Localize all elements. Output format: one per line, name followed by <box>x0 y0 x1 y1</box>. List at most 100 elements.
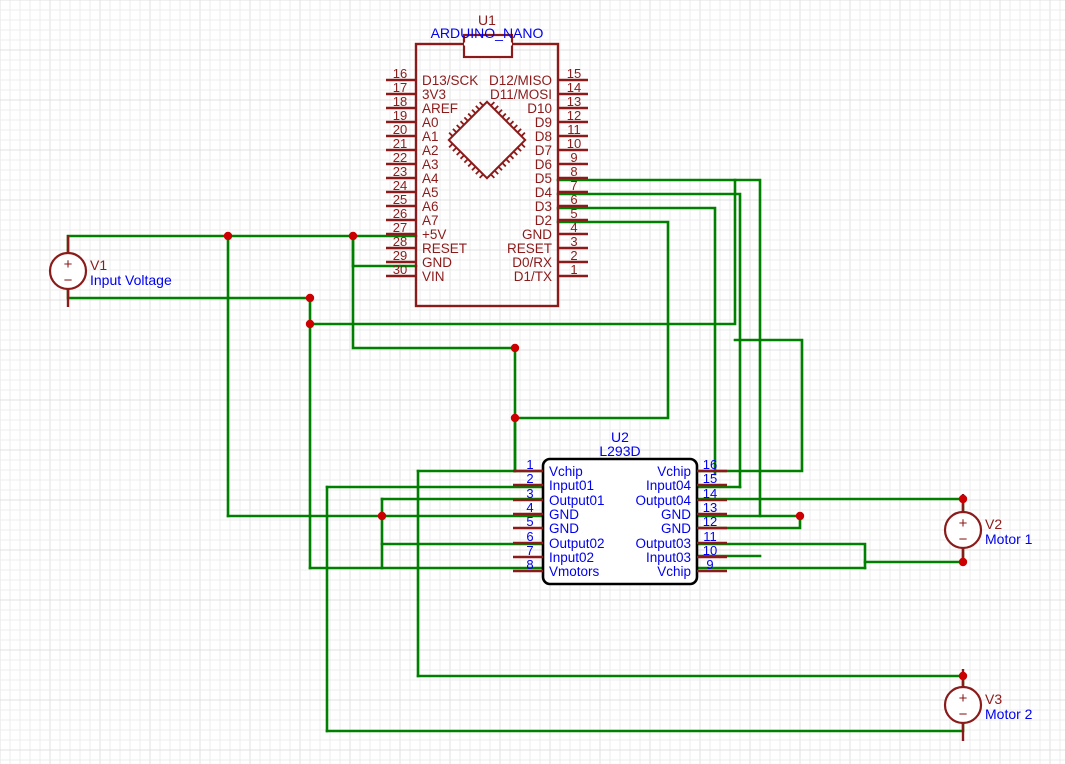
u1-pin-label-left: A3 <box>422 157 439 172</box>
u1-pin-number-right: 15 <box>567 66 581 81</box>
v3-plus-sign: + <box>959 690 968 707</box>
u2-pin-number-left: 6 <box>526 529 533 544</box>
wire-junction <box>348 231 358 241</box>
u1-pin-number-right: 2 <box>570 248 577 263</box>
u2-pin-label-left: Input02 <box>549 550 594 565</box>
wire[interactable] <box>556 206 717 476</box>
u1-pin-label-right: GND <box>522 227 552 242</box>
u1-pin-number-left: 27 <box>393 220 407 235</box>
u1-pin-label-left: AREF <box>422 101 458 116</box>
u2-part-name: L293D <box>599 443 640 459</box>
v3-body[interactable] <box>943 685 983 725</box>
u1-die-pin <box>471 166 477 171</box>
u1-pin-number-left: 22 <box>393 150 407 165</box>
u2-pin-label-right: GND <box>661 521 691 536</box>
u2-pin-label-left: GND <box>549 507 579 522</box>
v1-body[interactable] <box>48 251 88 291</box>
u1-pin-number-left: 24 <box>393 178 407 193</box>
u2-pin-number-right: 16 <box>703 457 717 472</box>
wire[interactable] <box>556 192 742 489</box>
u1-pin-label-right: D10 <box>527 101 552 116</box>
u1-die-pin <box>448 132 454 137</box>
u1-pin-number-right: 11 <box>567 122 581 137</box>
v2-body[interactable] <box>943 510 983 550</box>
u1-die-pin <box>513 150 518 156</box>
wire[interactable] <box>695 338 804 473</box>
u1-die-pin <box>490 173 495 179</box>
v3-value-label: Motor 2 <box>985 706 1033 722</box>
u1-pin-label-right: RESET <box>507 241 552 256</box>
u1-part-name: ARDUINO_NANO <box>431 25 544 41</box>
wire-junction <box>958 557 968 567</box>
u2-pin-label-right: Input03 <box>646 550 691 565</box>
u1-designator: U1 <box>478 12 496 28</box>
u1-die-pin <box>463 116 469 122</box>
u1-pin-number-left: 29 <box>393 248 407 263</box>
u1-die-pin <box>497 166 503 171</box>
u1-pin-label-right: D5 <box>535 171 552 186</box>
wire[interactable] <box>351 234 517 350</box>
v1-symbol[interactable]: +− <box>48 235 88 307</box>
u1-notch <box>462 33 514 59</box>
u2-pin-label-left: Vmotors <box>549 564 600 579</box>
u1-pin-number-right: 9 <box>570 150 577 165</box>
wire-junction <box>510 343 520 353</box>
u1-pin-label-right: D3 <box>535 199 552 214</box>
u1-die-pin <box>516 128 522 133</box>
wire-junction <box>510 413 520 423</box>
u2-pin-label-left: Vchip <box>549 464 583 479</box>
u1-pin-label-left: A1 <box>422 129 439 144</box>
u2-pin-number-left: 5 <box>526 514 533 529</box>
v3-minus-sign: − <box>959 706 968 723</box>
wire[interactable] <box>695 542 867 570</box>
u1-die-pin <box>448 143 454 148</box>
u2-pin-number-right: 11 <box>703 529 717 544</box>
u1-pin-number-right: 14 <box>567 80 581 95</box>
u1-die-pin <box>475 169 480 175</box>
wire[interactable] <box>556 178 762 518</box>
u2-pin-number-right: 13 <box>703 500 717 515</box>
wire-junction <box>377 511 387 521</box>
u1-die-pin <box>497 109 503 114</box>
wire[interactable] <box>308 178 737 326</box>
u1-pin-label-left: D13/SCK <box>422 73 478 88</box>
u2-pin-number-left: 3 <box>526 486 533 501</box>
u1-pin-label-left: 3V3 <box>422 87 446 102</box>
wire-junction <box>305 319 315 329</box>
u1-die-pin <box>452 147 458 152</box>
v2-plus-sign: + <box>959 515 968 532</box>
u2-body-outline[interactable] <box>541 457 699 586</box>
u1-die-pin <box>456 150 461 156</box>
u2-pin-number-right: 10 <box>703 543 717 558</box>
u1-pin-number-left: 21 <box>393 136 407 151</box>
u1-pin-number-right: 6 <box>570 192 577 207</box>
u1-pin-label-left: GND <box>422 255 452 270</box>
u1-die-pin <box>467 112 473 118</box>
v3-symbol[interactable]: +− <box>943 669 983 741</box>
u1-pin-label-right: D6 <box>535 157 552 172</box>
u1-pin-label-right: D0/RX <box>512 255 552 270</box>
wire[interactable] <box>513 220 670 420</box>
u1-pin-number-right: 5 <box>570 206 577 221</box>
u1-pin-number-right: 7 <box>570 178 577 193</box>
u1-die-pin <box>479 101 484 107</box>
wire-junction <box>305 293 315 303</box>
u1-pin-label-right: D2 <box>535 213 552 228</box>
u2-pin-label-right: Output04 <box>635 493 691 508</box>
u1-pin-label-right: D1/TX <box>514 269 552 284</box>
v1-plus-sign: + <box>64 256 73 273</box>
u1-pin-label-right: D8 <box>535 129 552 144</box>
u1-pin-number-left: 20 <box>393 122 407 137</box>
u1-die-pin <box>505 116 511 122</box>
u1-die-pin <box>459 120 465 126</box>
u1-die-pin <box>475 105 480 111</box>
u1-die-pin <box>520 132 526 137</box>
u1-pin-number-right: 10 <box>567 136 581 151</box>
wire[interactable] <box>325 721 965 733</box>
u1-pin-label-left: A6 <box>422 199 439 214</box>
v2-minus-sign: − <box>959 531 968 548</box>
component-layer[interactable]: +−+−+− <box>48 33 983 741</box>
